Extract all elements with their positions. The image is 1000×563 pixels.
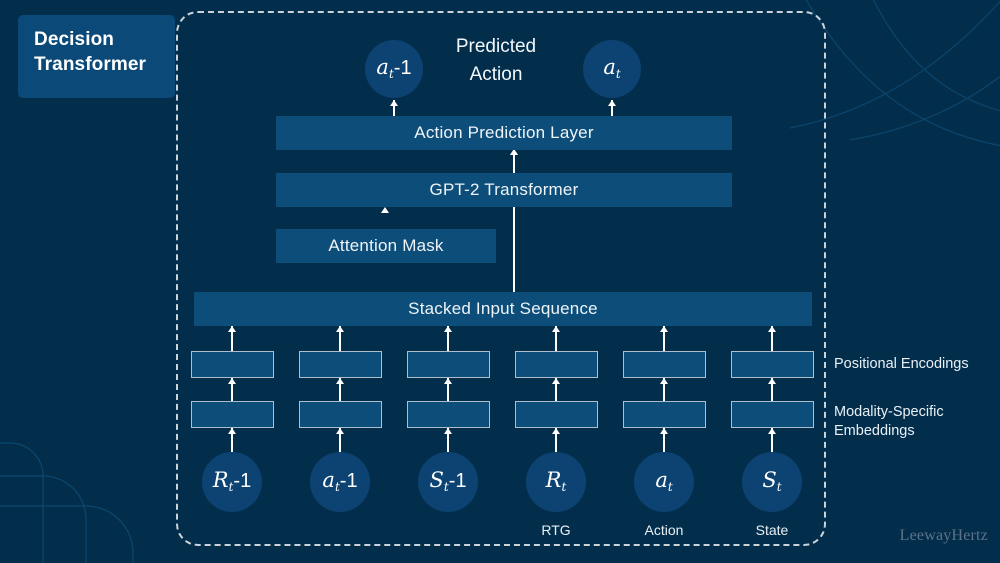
- positional-encoding-4-to-stacked-connector-arrowhead: [551, 326, 560, 332]
- positional-encoding-box-1[interactable]: [190, 351, 274, 378]
- modality-embedding-2-to-positional-connector-arrowhead: [335, 378, 344, 384]
- attention-mask-label: Attention Mask: [328, 236, 444, 255]
- page-title-line2: Transformer: [34, 54, 146, 75]
- action-prediction-layer[interactable]: Action Prediction Layer: [276, 116, 732, 150]
- math-symbol: at-1: [322, 468, 358, 495]
- modality-embedding-4-to-positional-connector-arrowhead: [551, 378, 560, 384]
- predicted-action-current-connector: [611, 100, 613, 116]
- predicted-action-prev-connector-arrowhead: [389, 100, 398, 106]
- modality-embedding-box-3[interactable]: [406, 401, 490, 428]
- input-6-to-embedding-connector-arrowhead: [767, 428, 776, 434]
- input-4-to-embedding-connector-arrowhead: [551, 428, 560, 434]
- predicted-action-current-connector-arrowhead: [607, 100, 616, 106]
- positional-encoding-6-to-stacked-connector-arrowhead: [767, 326, 776, 332]
- state-prev[interactable]: St-1: [418, 452, 478, 512]
- page-title-line1: Decision: [34, 29, 114, 50]
- rtg-current[interactable]: Rt: [526, 452, 586, 512]
- modality-embedding-5-to-positional-connector-arrowhead: [659, 378, 668, 384]
- math-symbol: Rt: [545, 468, 567, 495]
- page-title: Decision Transformer: [18, 15, 175, 98]
- math-symbol: at: [603, 55, 621, 82]
- diagram-boundary: [176, 11, 826, 546]
- action-current-caption: Action: [644, 522, 684, 538]
- positional-encoding-box-3[interactable]: [406, 351, 490, 378]
- stacked-input-sequence-label: Stacked Input Sequence: [408, 299, 598, 318]
- positional-encoding-2-to-stacked-connector-arrowhead: [335, 326, 344, 332]
- stacked-to-gpt2-arrowhead-seg-arrowhead: [509, 149, 518, 155]
- watermark: LeewayHertz: [899, 527, 988, 544]
- positional-encoding-1-to-stacked-connector-arrowhead: [227, 326, 236, 332]
- predicted-action-prev[interactable]: at-1: [365, 40, 423, 98]
- input-5-to-embedding-connector: [663, 428, 665, 452]
- modality-embedding-5-to-positional-connector: [663, 378, 665, 401]
- positional-encoding-box-2[interactable]: [298, 351, 382, 378]
- math-symbol: Rt-1: [212, 468, 252, 495]
- input-2-to-embedding-connector-arrowhead: [335, 428, 344, 434]
- positional-encoding-5-to-stacked-connector: [663, 326, 665, 351]
- input-3-to-embedding-connector: [447, 428, 449, 452]
- positional-encoding-5-to-stacked-connector-arrowhead: [659, 326, 668, 332]
- math-symbol: at-1: [376, 55, 412, 82]
- state-current[interactable]: St: [742, 452, 802, 512]
- modality-specific-embeddings-annotation-line2: Embeddings: [834, 423, 915, 439]
- input-2-to-embedding-connector: [339, 428, 341, 452]
- predicted-action-prev-connector: [393, 100, 395, 116]
- modality-embedding-box-6[interactable]: [730, 401, 814, 428]
- positional-encoding-box-6[interactable]: [730, 351, 814, 378]
- stacked-input-sequence[interactable]: Stacked Input Sequence: [194, 292, 812, 326]
- input-1-to-embedding-connector-arrowhead: [227, 428, 236, 434]
- modality-embedding-2-to-positional-connector: [339, 378, 341, 401]
- action-current[interactable]: at: [634, 452, 694, 512]
- math-symbol: St: [762, 468, 782, 495]
- modality-embedding-1-to-positional-connector-arrowhead: [227, 378, 236, 384]
- input-3-to-embedding-connector-arrowhead: [443, 428, 452, 434]
- modality-embedding-4-to-positional-connector: [555, 378, 557, 401]
- modality-specific-embeddings-annotation: Modality-Specific: [834, 404, 944, 420]
- predicted-action-label: Predicted Action: [430, 33, 562, 89]
- attention-mask[interactable]: Attention Mask: [276, 229, 496, 263]
- rtg-current-caption: RTG: [541, 522, 571, 538]
- gpt2-transformer[interactable]: GPT-2 Transformer: [276, 173, 732, 207]
- input-1-to-embedding-connector: [231, 428, 233, 452]
- state-current-caption: State: [755, 522, 789, 538]
- input-4-to-embedding-connector: [555, 428, 557, 452]
- math-symbol: St-1: [429, 468, 467, 495]
- action-prediction-layer-label: Action Prediction Layer: [414, 123, 594, 142]
- modality-embedding-6-to-positional-connector: [771, 378, 773, 401]
- positional-encoding-6-to-stacked-connector: [771, 326, 773, 351]
- positional-encoding-box-5[interactable]: [622, 351, 706, 378]
- math-symbol: at: [655, 468, 673, 495]
- rtg-prev[interactable]: Rt-1: [202, 452, 262, 512]
- predicted-action-label-line2: Action: [469, 64, 523, 85]
- modality-embedding-box-1[interactable]: [190, 401, 274, 428]
- modality-embedding-6-to-positional-connector-arrowhead: [767, 378, 776, 384]
- attention-mask-to-gpt2-connector-arrowhead: [380, 207, 389, 213]
- stacked-to-gpt2-connector: [513, 207, 515, 292]
- modality-embedding-3-to-positional-connector: [447, 378, 449, 401]
- gpt2-transformer-label: GPT-2 Transformer: [429, 180, 579, 199]
- modality-embedding-box-4[interactable]: [514, 401, 598, 428]
- positional-encoding-1-to-stacked-connector: [231, 326, 233, 351]
- action-prev[interactable]: at-1: [310, 452, 370, 512]
- positional-encoding-box-4[interactable]: [514, 351, 598, 378]
- predicted-action-label-line1: Predicted: [455, 36, 537, 57]
- input-5-to-embedding-connector-arrowhead: [659, 428, 668, 434]
- modality-embedding-3-to-positional-connector-arrowhead: [443, 378, 452, 384]
- positional-encoding-3-to-stacked-connector: [447, 326, 449, 351]
- positional-encoding-2-to-stacked-connector: [339, 326, 341, 351]
- modality-embedding-box-2[interactable]: [298, 401, 382, 428]
- predicted-action-current[interactable]: at: [583, 40, 641, 98]
- positional-encodings-annotation: Positional Encodings: [834, 356, 969, 372]
- input-6-to-embedding-connector: [771, 428, 773, 452]
- positional-encoding-4-to-stacked-connector: [555, 326, 557, 351]
- modality-embedding-1-to-positional-connector: [231, 378, 233, 401]
- positional-encoding-3-to-stacked-connector-arrowhead: [443, 326, 452, 332]
- modality-embedding-box-5[interactable]: [622, 401, 706, 428]
